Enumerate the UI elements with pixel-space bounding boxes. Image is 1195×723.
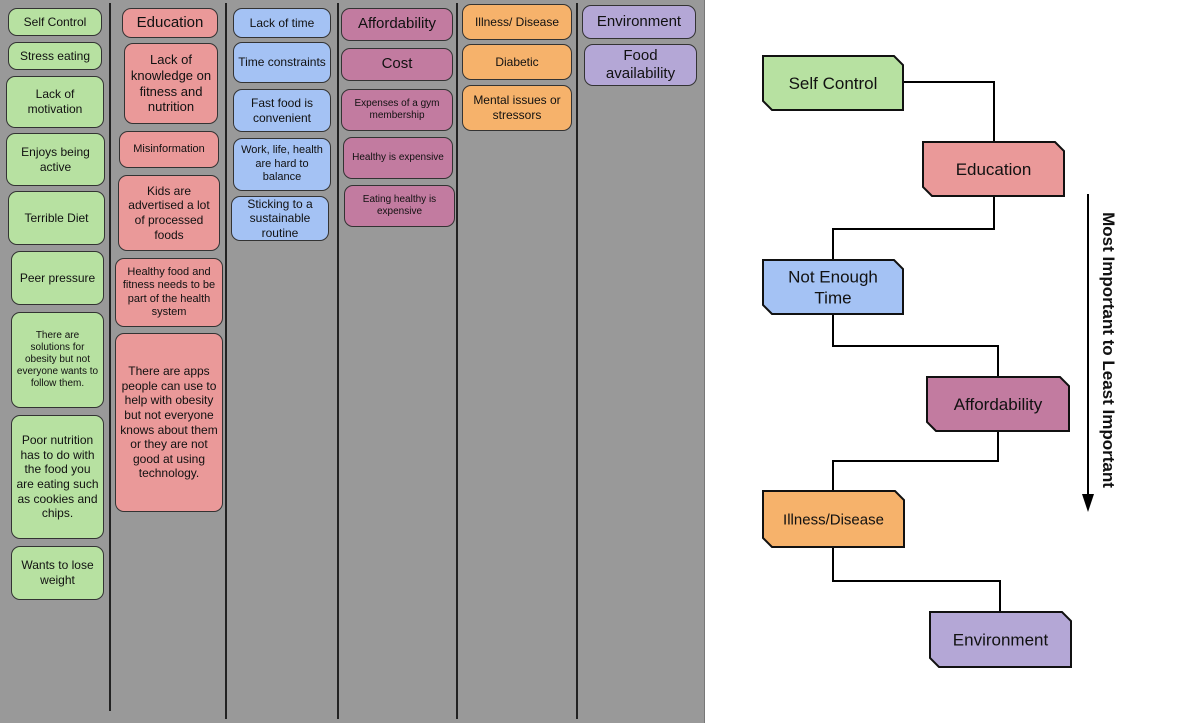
sticky-note[interactable]: Expenses of a gym membership xyxy=(341,89,453,131)
sticky-note[interactable]: Stress eating xyxy=(8,42,102,70)
flow-step-box xyxy=(926,376,1070,432)
sticky-note[interactable]: Environment xyxy=(582,5,696,39)
sticky-note[interactable]: Fast food is convenient xyxy=(233,89,331,132)
sticky-note[interactable]: Enjoys being active xyxy=(6,133,105,186)
sticky-note[interactable]: There are apps people can use to help wi… xyxy=(115,333,223,512)
sticky-note[interactable]: Work, life, health are hard to balance xyxy=(233,138,331,191)
flow-step-label: Time xyxy=(814,288,851,307)
flow-step: Education xyxy=(922,141,1065,197)
sticky-note[interactable]: Affordability xyxy=(341,8,453,41)
affinity-board: Self Control Stress eating Lack of motiv… xyxy=(0,0,705,723)
sticky-note[interactable]: Healthy is expensive xyxy=(343,137,453,179)
sticky-note[interactable]: Illness/ Disease xyxy=(462,4,572,40)
flow-step-box xyxy=(922,141,1065,197)
priority-axis-label: Most Important to Least Important xyxy=(1099,212,1118,488)
flow-step: Affordability xyxy=(926,376,1070,432)
sticky-note[interactable]: There are solutions for obesity but not … xyxy=(11,312,104,408)
flow-step: Self Control xyxy=(762,55,904,111)
connector xyxy=(832,314,999,377)
flow-step-label: Not Enough xyxy=(788,267,878,286)
connector xyxy=(832,547,1001,612)
sticky-note[interactable]: Misinformation xyxy=(119,131,219,168)
sticky-note[interactable]: Lack of motivation xyxy=(6,76,104,128)
column-divider xyxy=(576,3,578,719)
sticky-note[interactable]: Cost xyxy=(341,48,453,81)
connector xyxy=(832,431,999,491)
sticky-note[interactable]: Food availability xyxy=(584,44,697,86)
sticky-note[interactable]: Kids are advertised a lot of processed f… xyxy=(118,175,220,251)
sticky-note[interactable]: Poor nutrition has to do with the food y… xyxy=(11,415,104,539)
sticky-note[interactable]: Mental issues or stressors xyxy=(462,85,572,131)
sticky-note[interactable]: Peer pressure xyxy=(11,251,104,305)
flow-step-box xyxy=(762,55,904,111)
sticky-note[interactable]: Diabetic xyxy=(462,44,572,80)
flow-connectors xyxy=(832,81,1001,612)
flow-step: Illness/Disease xyxy=(762,490,905,548)
sticky-note[interactable]: Eating healthy is expensive xyxy=(344,185,455,227)
sticky-note[interactable]: Self Control xyxy=(8,8,102,36)
connector xyxy=(832,196,995,260)
flow-step-label: Education xyxy=(956,160,1032,179)
flow-step-box xyxy=(929,611,1072,668)
column-divider xyxy=(225,3,227,719)
sticky-note[interactable]: Lack of time xyxy=(233,8,331,38)
connector xyxy=(903,81,995,142)
flow-step-label: Illness/Disease xyxy=(783,511,884,528)
flow-step-label: Environment xyxy=(953,630,1049,649)
sticky-note[interactable]: Sticking to a sustainable routine xyxy=(231,196,329,241)
sticky-note[interactable]: Time constraints xyxy=(233,42,331,83)
flow-step-label: Affordability xyxy=(954,395,1043,414)
flow-step-box xyxy=(762,490,905,548)
sticky-note[interactable]: Education xyxy=(122,8,218,38)
sticky-note[interactable]: Terrible Diet xyxy=(8,191,105,245)
column-divider xyxy=(109,3,111,711)
sticky-note[interactable]: Lack of knowledge on fitness and nutriti… xyxy=(124,43,218,124)
column-divider xyxy=(456,3,458,719)
sticky-note[interactable]: Healthy food and fitness needs to be par… xyxy=(115,258,223,327)
sticky-note[interactable]: Wants to lose weight xyxy=(11,546,104,600)
flow-step: Environment xyxy=(929,611,1072,668)
flow-step-box xyxy=(762,259,904,315)
flow-step-label: Self Control xyxy=(789,74,878,93)
priority-arrowhead xyxy=(1082,494,1094,512)
column-divider xyxy=(337,3,339,719)
